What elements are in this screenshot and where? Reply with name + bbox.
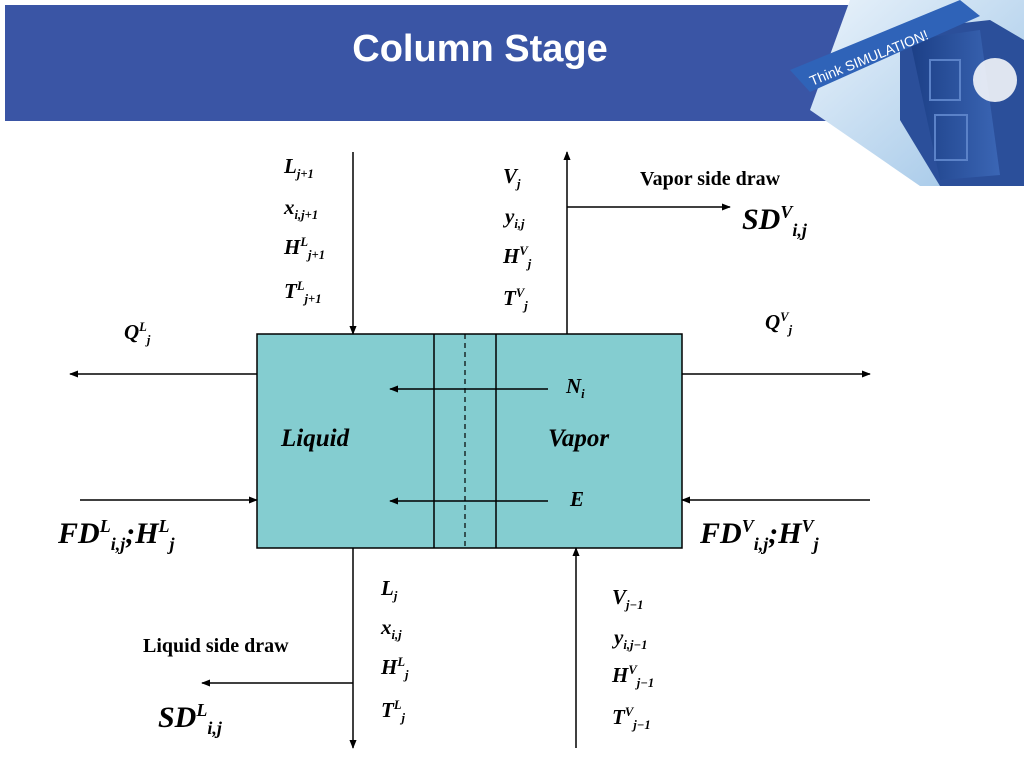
stage-box [256,333,683,549]
symbol-liquid-in-composition: xi,j+1 [284,195,319,223]
symbol-mass-transfer: Ni [566,374,585,402]
symbol-vapor-out-temperature: TVj [503,286,528,314]
symbol-liquid-out-temperature: TLj [381,698,406,726]
symbol-vapor-in-temperature: TVj−1 [612,705,651,733]
symbol-vapor-side-draw: SDVi,j [742,202,807,240]
symbol-vapor-out-flow: Vj [503,164,521,192]
symbol-vapor-in-composition: yi,j−1 [614,625,648,653]
liquid-side-draw-label: Liquid side draw [143,635,289,657]
vapor-region-label: Vapor [548,425,610,452]
symbol-feed-liquid: FDLi,j;HLj [58,516,175,554]
symbol-energy-transfer: E [570,487,585,511]
vapor-side-draw-label: Vapor side draw [640,168,781,190]
symbol-liquid-out-composition: xi,j [381,615,402,643]
symbol-liquid-in-flow: Lj+1 [284,154,314,182]
symbol-vapor-out-enthalpy: HVj [503,244,532,272]
symbol-heat-liquid: QLj [124,320,151,348]
symbol-feed-vapor: FDVi,j;HVj [700,516,819,554]
think-simulation-logo: Think SIMULATION! [790,0,1024,186]
symbol-vapor-out-composition: yi,j [505,204,525,232]
symbol-vapor-in-flow: Vj−1 [612,585,644,613]
liquid-region-label: Liquid [281,425,350,452]
symbol-liquid-in-temperature: TLj+1 [284,279,322,307]
symbol-liquid-side-draw: SDLi,j [158,700,222,738]
symbol-heat-vapor: QVj [765,310,793,338]
symbol-liquid-out-flow: Lj [381,576,398,604]
symbol-vapor-in-enthalpy: HVj−1 [612,663,655,691]
slide-title: Column Stage [352,28,608,70]
symbol-liquid-in-enthalpy: HLj+1 [284,235,326,263]
symbol-liquid-out-enthalpy: HLj [381,655,409,683]
